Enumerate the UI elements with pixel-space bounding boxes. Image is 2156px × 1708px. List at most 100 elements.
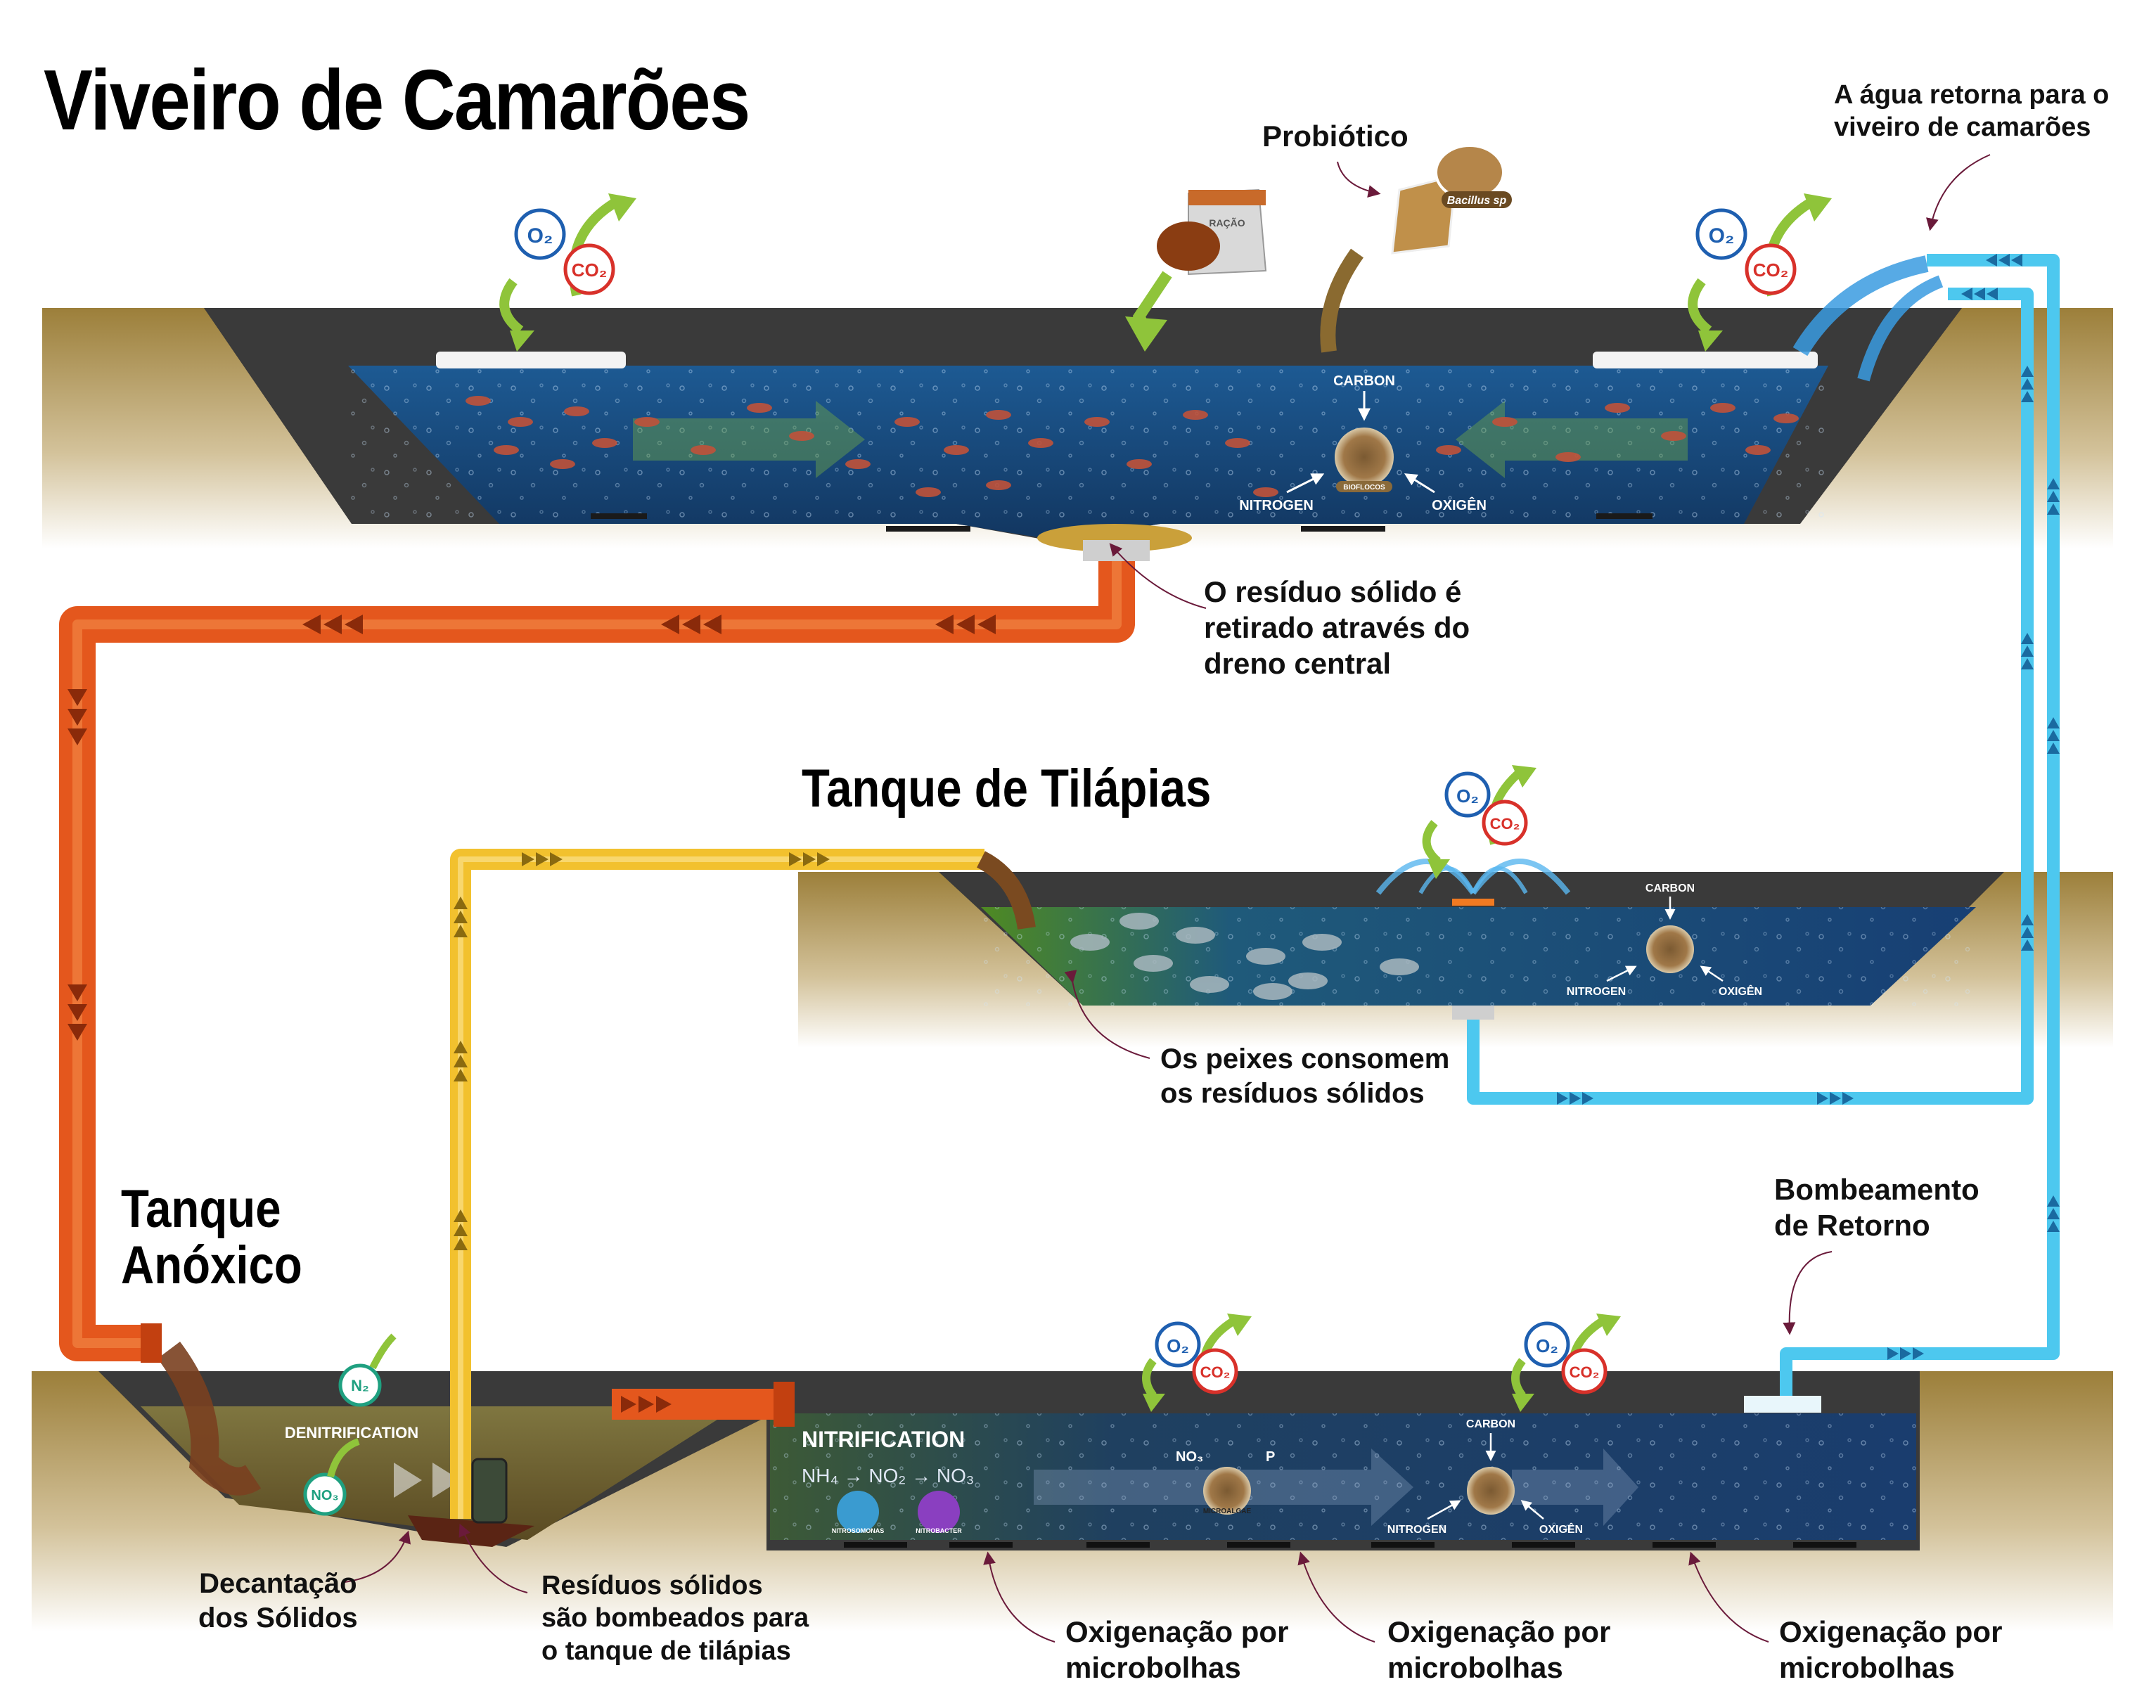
- svg-text:O₂: O₂: [1456, 785, 1479, 807]
- o2-badge: [1444, 771, 1491, 818]
- co2-badge: [563, 243, 615, 295]
- microbubble-diffuser: [1653, 1542, 1716, 1548]
- anoxic-tank-title: Tanque Anóxico: [121, 1179, 302, 1295]
- gas-exchange-left: O₂ CO₂: [499, 193, 636, 352]
- aerator-platform: [1593, 352, 1818, 368]
- water-current-arrow: [633, 401, 865, 478]
- o2-badge: [1524, 1321, 1570, 1368]
- solids-pumped-label: Resíduos sólidos são bombeados para o ta…: [541, 1571, 809, 1666]
- denitrification-label: DENITRIFICATION: [285, 1424, 418, 1441]
- tilapia-fish-group: [1070, 913, 1419, 1000]
- bacteria-nitrosomonas: NITROSOMONAS: [832, 1491, 885, 1534]
- nitrification-formula: NH₄ → NO₂ → NO₃: [802, 1465, 974, 1487]
- svg-text:NITROBACTER: NITROBACTER: [916, 1527, 962, 1534]
- tilapia-tank: O₂ CO₂ CARBON NITROGEN OXIGÊN: [798, 765, 2113, 1059]
- biofloc-nitrogen-label: NITROGEN: [1239, 498, 1314, 513]
- nitrification-title: NITRIFICATION: [802, 1427, 965, 1452]
- nitrification-tank: NITRIFICATION NH₄ → NO₂ → NO₃ NITROSOMON…: [766, 1314, 2113, 1631]
- probiotic-pour: Bacillus sp: [1320, 144, 1512, 353]
- microbubble-diffuser: [949, 1542, 1013, 1548]
- return-pumping-label: Bombeamento de Retorno: [1774, 1173, 1979, 1243]
- decantation-label: Decantação dos Sólidos: [198, 1568, 358, 1633]
- callout-leaders: [344, 154, 1991, 1643]
- central-drain-sludge: [1037, 524, 1192, 552]
- anoxic-tank: DENITRIFICATION NO₃ N₂: [32, 1333, 766, 1631]
- gas-exchange-nitrification-2: O₂ CO₂: [1511, 1314, 1621, 1412]
- co2-badge: [1561, 1348, 1608, 1394]
- aerator-platform: [436, 352, 626, 368]
- svg-text:OXIGÊN: OXIGÊN: [1539, 1522, 1583, 1536]
- sludge-pump: [471, 1458, 508, 1524]
- return-water-jet: [1792, 255, 1944, 382]
- svg-text:NO₃: NO₃: [1176, 1449, 1203, 1465]
- biofloc-nitrification: CARBON NITROGEN OXIGÊN: [1387, 1418, 1583, 1536]
- svg-text:OXIGÊN: OXIGÊN: [1719, 984, 1762, 998]
- no3-badge: [303, 1472, 347, 1516]
- svg-text:P: P: [1266, 1449, 1275, 1465]
- svg-text:O₂: O₂: [1167, 1335, 1189, 1356]
- bacillus-label: Bacillus sp: [1447, 195, 1507, 207]
- biofloc-oxygen-label: OXIGÊN: [1432, 496, 1487, 513]
- microbubble-diffuser: [1596, 513, 1653, 519]
- connector-pipe: [612, 1389, 788, 1420]
- co2-badge: [1192, 1348, 1238, 1394]
- oxygenation-label-3: Oxigenação por microbolhas: [1779, 1615, 2003, 1685]
- biofloc-shrimp-pond: BIOFLOCOS CARBON NITROGEN OXIGÊN: [1239, 373, 1487, 513]
- tilapia-feed-arrows: [454, 852, 830, 1250]
- gas-exchange-tilapia: O₂ CO₂: [1422, 765, 1536, 879]
- co2-badge: [1482, 800, 1528, 846]
- probiotic-label: Probiótico: [1262, 120, 1409, 153]
- sludge-pipe-coupling: [141, 1323, 162, 1363]
- svg-text:NITROGEN: NITROGEN: [1387, 1524, 1446, 1536]
- svg-text:O₂: O₂: [1709, 224, 1735, 248]
- microbubble-diffuser: [1512, 1542, 1575, 1548]
- biofloc-carbon-label: CARBON: [1333, 373, 1395, 389]
- gas-exchange-right: O₂ CO₂: [1688, 193, 1832, 352]
- gas-exchange-nitrification-1: O₂ CO₂: [1142, 1314, 1252, 1412]
- tilapia-tank-title: Tanque de Tilápias: [802, 759, 1212, 818]
- microbubble-diffuser: [844, 1542, 907, 1548]
- microbubble-diffuser: [1793, 1542, 1856, 1548]
- svg-text:CO₂: CO₂: [1753, 259, 1789, 281]
- oxygenation-label-2: Oxigenação por microbolhas: [1387, 1615, 1611, 1685]
- feed-bag: RAÇÃO: [1125, 188, 1267, 352]
- fountain-aerator: [1375, 859, 1571, 906]
- svg-text:CO₂: CO₂: [1570, 1363, 1600, 1381]
- sludge-pipe: [59, 561, 1135, 1361]
- microbubble-diffuser: [1227, 1542, 1290, 1548]
- svg-text:CO₂: CO₂: [1490, 815, 1520, 833]
- svg-text:O₂: O₂: [1536, 1335, 1558, 1356]
- svg-text:N₂: N₂: [351, 1377, 369, 1394]
- o2-badge: [1695, 208, 1747, 260]
- o2-badge: [1155, 1321, 1201, 1368]
- svg-text:NITROSOMONAS: NITROSOMONAS: [832, 1527, 885, 1534]
- tilapia-drain: [1452, 1006, 1494, 1020]
- biofloc-tilapia: CARBON NITROGEN OXIGÊN: [1567, 882, 1762, 998]
- svg-text:NO₃: NO₃: [311, 1488, 338, 1503]
- svg-text:CARBON: CARBON: [1466, 1418, 1515, 1430]
- svg-text:NITROGEN: NITROGEN: [1567, 986, 1626, 998]
- svg-text:CO₂: CO₂: [1200, 1363, 1231, 1381]
- sludge-flow-arrows: [68, 615, 996, 1041]
- feed-bag-label: RAÇÃO: [1209, 217, 1245, 229]
- water-returns-label: A água retorna para o viveiro de camarõe…: [1834, 80, 2110, 143]
- shrimp-pond-title: Viveiro de Camarões: [44, 52, 750, 148]
- microbubble-diffuser: [1301, 526, 1385, 532]
- microbubble-diffuser: [886, 526, 970, 532]
- svg-text:CO₂: CO₂: [572, 259, 608, 281]
- svg-text:O₂: O₂: [527, 224, 553, 248]
- bacteria-nitrobacter: NITROBACTER: [916, 1491, 962, 1534]
- biofloc-core-label: BIOFLOCOS: [1343, 484, 1385, 492]
- o2-badge: [514, 208, 566, 260]
- svg-text:CARBON: CARBON: [1645, 882, 1695, 894]
- n2-badge: [338, 1363, 382, 1407]
- solid-waste-drain-label: O resíduo sólido é retirado através do d…: [1204, 575, 1470, 681]
- microalgae: MICROALGAE NO₃ P: [1176, 1449, 1275, 1515]
- co2-badge: [1745, 243, 1797, 295]
- oxygenation-label-1: Oxigenação por microbolhas: [1065, 1615, 1289, 1685]
- return-flow-arrows: [1557, 254, 2060, 1360]
- microbubble-diffuser: [1086, 1542, 1150, 1548]
- microbubble-diffuser: [591, 513, 647, 519]
- return-pump: [1744, 1396, 1821, 1413]
